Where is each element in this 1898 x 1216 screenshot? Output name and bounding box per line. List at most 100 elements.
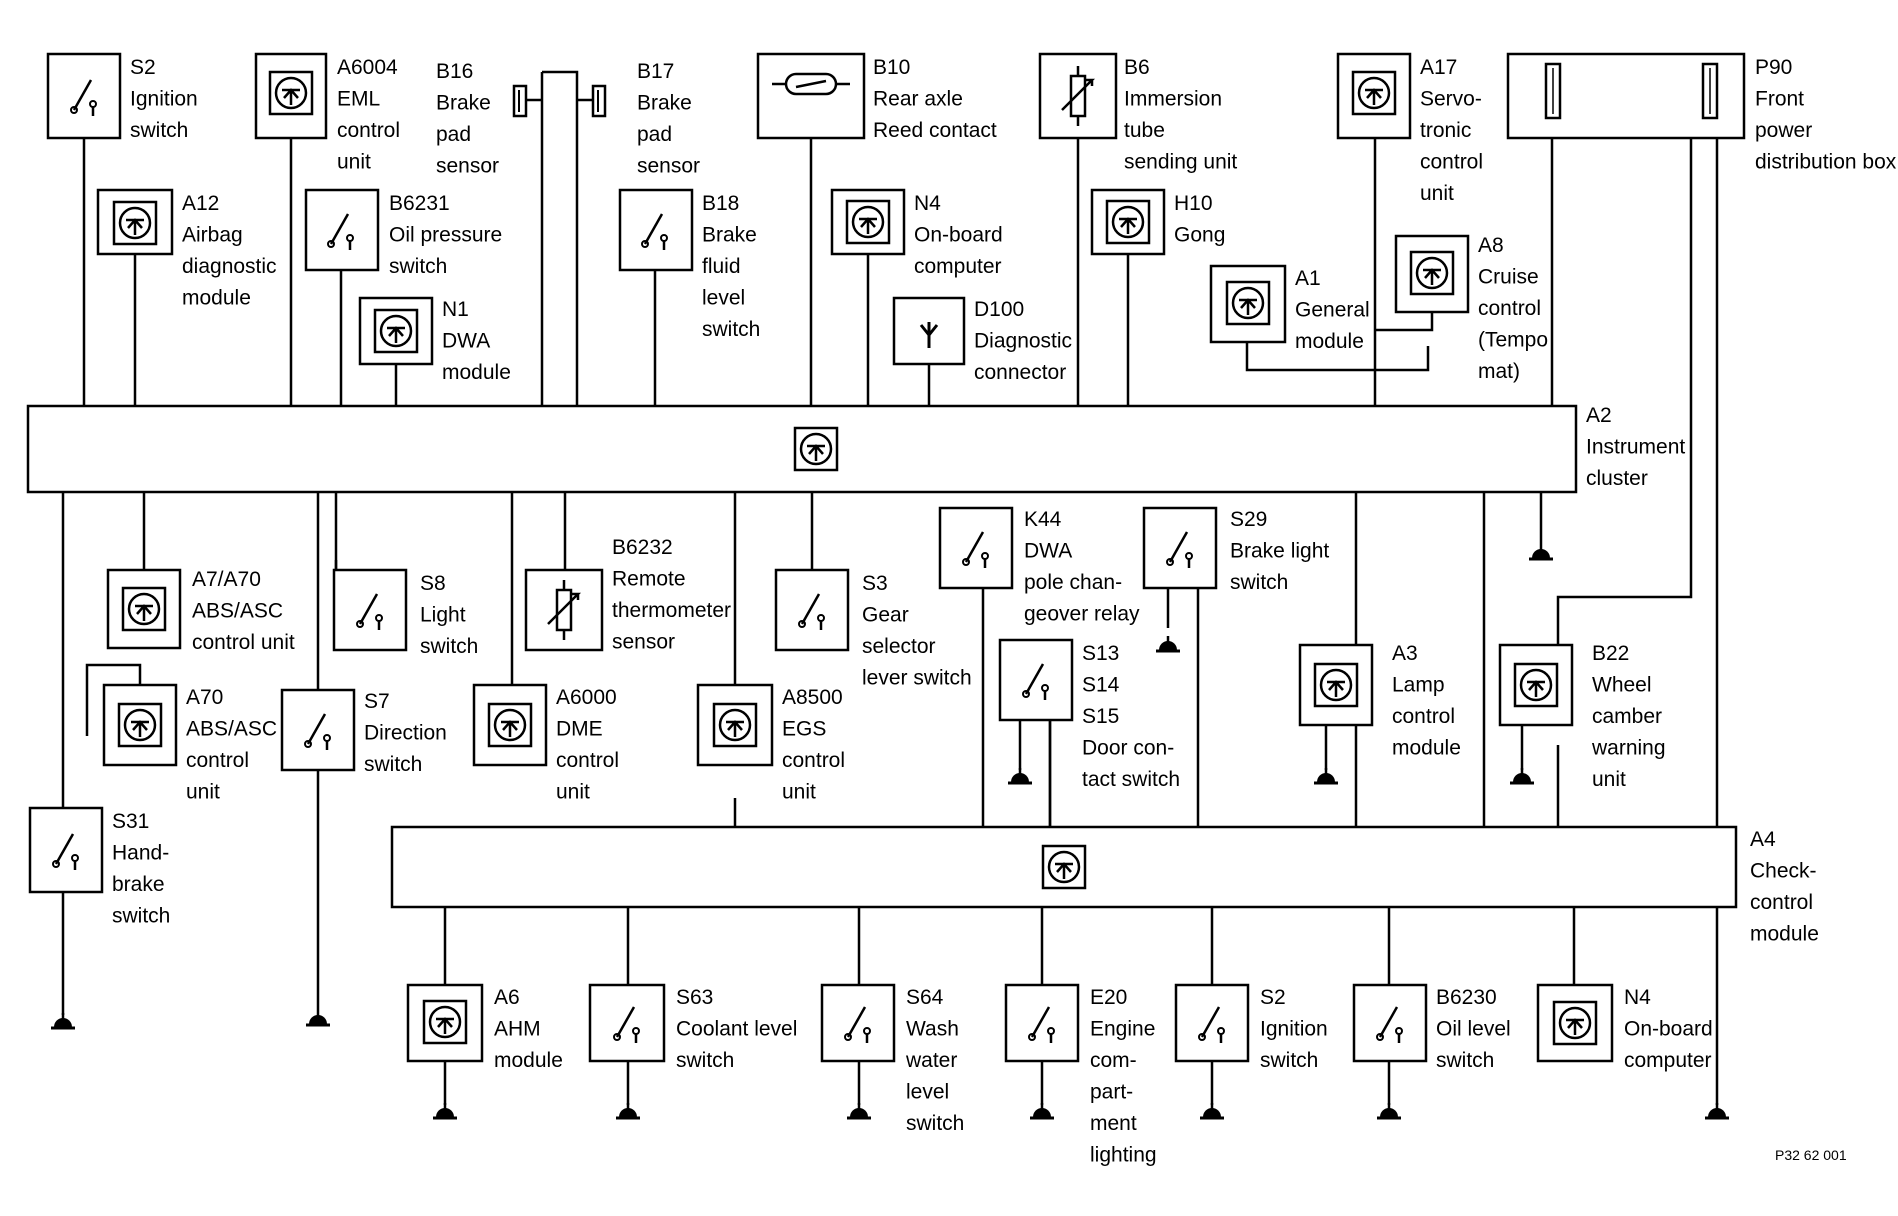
- s64-label-line: water: [905, 1049, 957, 1072]
- s3-label-line: Gear: [862, 604, 909, 627]
- ecu-icon: [1225, 280, 1271, 326]
- d100-label-line: connector: [974, 361, 1066, 384]
- s8-label-line: switch: [420, 635, 478, 658]
- b10-label-line: Reed contact: [873, 119, 997, 142]
- a4-label-line: A4: [1750, 828, 1776, 851]
- n1-label-line: DWA: [442, 330, 490, 353]
- p90-label-line: distribution box: [1755, 151, 1897, 174]
- a4-label-line: control: [1750, 891, 1813, 914]
- a12-label-line: A12: [182, 192, 219, 215]
- b16-label-line: B16: [436, 60, 473, 83]
- s7-label-line: switch: [364, 753, 422, 776]
- a3-lamp-control-module: [1298, 643, 1374, 727]
- s31-label-line: switch: [112, 905, 170, 928]
- ground-icon: [49, 1011, 77, 1030]
- s63-coolant-switch: [588, 983, 666, 1063]
- a8500-label-line: A8500: [782, 686, 843, 709]
- b18-label-line: level: [702, 287, 745, 310]
- a6004-label-line: A6004: [337, 56, 398, 79]
- s2-bottom-label-line: S2: [1260, 986, 1286, 1009]
- b18-label-line: Brake: [702, 224, 757, 247]
- ecu-icon: [1409, 250, 1455, 296]
- b6-label-line: Immersion: [1124, 88, 1222, 111]
- s31-label-line: Hand-: [112, 842, 169, 865]
- s7-direction-switch: [280, 688, 356, 772]
- s8-light-switch: [332, 568, 408, 652]
- a3-label-line: module: [1392, 737, 1461, 760]
- a6-label-line: module: [494, 1049, 563, 1072]
- b22-label-line: warning: [1591, 737, 1666, 760]
- b6-label-line: B6: [1124, 56, 1150, 79]
- a8-label-line: A8: [1478, 234, 1504, 257]
- e20-engine-lighting: [1004, 983, 1080, 1063]
- n1-label-line: N1: [442, 298, 469, 321]
- a70-abs-asc-unit: [102, 683, 178, 767]
- a1-general-module: [1209, 264, 1287, 344]
- b17-label-line: Brake: [637, 92, 692, 115]
- b6232-label-line: Remote: [612, 568, 686, 591]
- a17-servotronic-unit: [1336, 52, 1412, 140]
- b16-brake-pad-sensor: [512, 84, 528, 118]
- s64-label-line: S64: [906, 986, 944, 1009]
- e20-label-line: E20: [1090, 986, 1127, 1009]
- s2-bottom-label-line: switch: [1260, 1049, 1318, 1072]
- a7a70-label-line: control unit: [192, 631, 295, 654]
- n4-bottom-label-line: computer: [1624, 1049, 1712, 1072]
- b6230-label-line: B6230: [1436, 986, 1497, 1009]
- s2-ignition-switch-bottom: [1174, 983, 1250, 1063]
- a6000-label-line: control: [556, 749, 619, 772]
- ecu-icon: [1313, 662, 1359, 708]
- s13-label-line: S13: [1082, 642, 1119, 665]
- s31-label-line: brake: [112, 873, 165, 896]
- s64-label-line: level: [906, 1081, 949, 1104]
- ground-icon: [1527, 542, 1555, 561]
- a70-label-line: control: [186, 749, 249, 772]
- e20-label-line: part-: [1090, 1081, 1133, 1104]
- d100-label-line: D100: [974, 298, 1024, 321]
- b6-label-line: sending unit: [1124, 151, 1237, 174]
- b6232-label-line: sensor: [612, 631, 675, 654]
- b17-label-line: pad: [637, 123, 672, 146]
- a7-a70-abs-asc-unit: [106, 568, 182, 650]
- s2-top-label-line: switch: [130, 119, 188, 142]
- a6000-label-line: A6000: [556, 686, 617, 709]
- b10-reed-contact: [756, 52, 866, 140]
- b18-label-line: B18: [702, 192, 739, 215]
- s13-label-line: Door con-: [1082, 737, 1174, 760]
- ecu-icon: [1552, 1000, 1598, 1046]
- s63-label-line: Coolant level: [676, 1018, 797, 1041]
- s3-label-line: lever switch: [862, 667, 972, 690]
- b22-label-line: unit: [1592, 768, 1626, 791]
- a17-label-line: tronic: [1420, 119, 1471, 142]
- s3-gear-selector-switch: [774, 568, 850, 652]
- ecu-icon: [117, 702, 163, 748]
- ground-icon: [1028, 1101, 1056, 1120]
- a17-label-line: unit: [1420, 182, 1454, 205]
- b6230-oil-level-switch: [1352, 983, 1428, 1063]
- s64-label-line: switch: [906, 1112, 964, 1135]
- a70-label-line: ABS/ASC: [186, 718, 277, 741]
- s29-label-line: S29: [1230, 508, 1267, 531]
- a6004-label-line: control: [337, 119, 400, 142]
- b6230-label-line: switch: [1436, 1049, 1494, 1072]
- h10-label-line: Gong: [1174, 224, 1225, 247]
- s29-brake-light-switch: [1142, 506, 1218, 590]
- k44-label-line: geover relay: [1024, 603, 1140, 626]
- ecu-icon: [487, 702, 533, 748]
- b6232-label-line: B6232: [612, 536, 673, 559]
- d100-diagnostic-connector: [892, 296, 966, 366]
- ecu-icon: [373, 308, 419, 354]
- a8500-label-line: control: [782, 749, 845, 772]
- s13-label-line: S14: [1082, 674, 1120, 697]
- k44-dwa-relay: [938, 506, 1014, 590]
- s7-label-line: S7: [364, 690, 390, 713]
- ecu-icon: [1105, 199, 1151, 245]
- a8-label-line: (Tempo: [1478, 329, 1548, 352]
- ground-icon: [1375, 1101, 1403, 1120]
- b6-label-line: tube: [1124, 119, 1165, 142]
- b17-label-line: B17: [637, 60, 674, 83]
- a4-label-line: Check-: [1750, 860, 1817, 883]
- a6-ahm-module: [406, 983, 484, 1063]
- n4-top-label-line: computer: [914, 255, 1002, 278]
- n4-bottom-label-line: N4: [1624, 986, 1651, 1009]
